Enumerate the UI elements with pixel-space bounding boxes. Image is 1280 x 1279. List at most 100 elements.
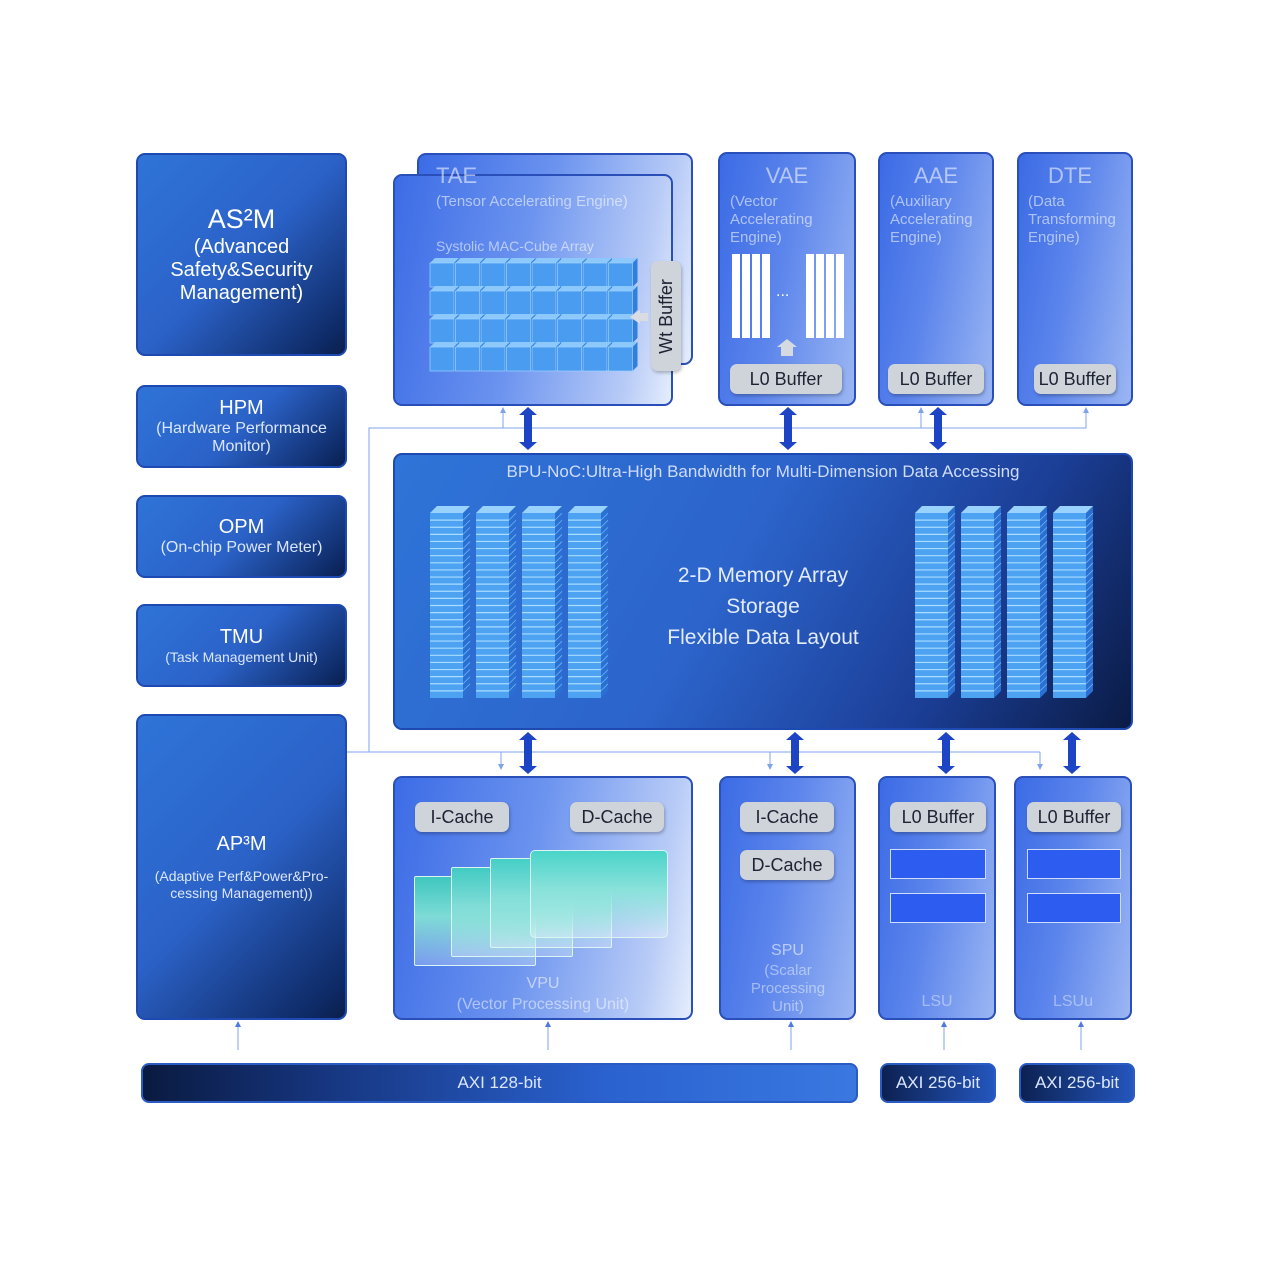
tae-desc: (Tensor Accelerating Engine) <box>436 193 628 210</box>
vae-l0-buffer: L0 Buffer <box>730 364 842 394</box>
axi-128-bus: AXI 128-bit <box>141 1063 858 1103</box>
mac-cube <box>582 258 612 288</box>
aae-noc-arrow-icon <box>929 407 947 450</box>
dte-l0-buffer: L0 Buffer <box>1034 364 1116 394</box>
lsu1-slot-2 <box>890 893 986 923</box>
tap-spu-arrow-icon <box>767 764 773 770</box>
mac-cube <box>455 314 485 344</box>
vpu-lanes <box>414 850 668 966</box>
axi-256-bus-2: AXI 256-bit <box>1019 1063 1135 1103</box>
aae-l0-buffer: L0 Buffer <box>888 364 984 394</box>
aae-title: AAE <box>913 163 959 188</box>
mac-cube <box>557 286 587 316</box>
tap-dte-arrow-icon <box>1083 407 1089 413</box>
tae-title: TAE <box>436 163 478 188</box>
axi-up-arrow-1-icon <box>235 1021 241 1027</box>
mac-cube <box>531 286 561 316</box>
spu-dcache: D-Cache <box>740 850 834 880</box>
dte-desc: (Data Transforming Engine) <box>1028 193 1116 246</box>
axi-up-arrow-4-icon <box>941 1021 947 1027</box>
tmu-block: TMU (Task Management Unit) <box>136 604 347 687</box>
mac-cube <box>557 314 587 344</box>
ap3m-block: AP³M (Adaptive Perf&Power&Pro-cessing Ma… <box>136 714 347 1020</box>
tap-aae-arrow-icon <box>918 407 924 413</box>
mac-cube <box>429 342 459 372</box>
hpm-desc: (Hardware Performance Monitor) <box>156 419 327 455</box>
mac-cube <box>506 286 536 316</box>
tap-tae-arrow-icon <box>500 407 506 413</box>
axi-up-arrow-3-icon <box>788 1021 794 1027</box>
hpm-title: HPM <box>219 396 264 419</box>
mac-cube <box>531 258 561 288</box>
spu-noc-arrow-icon <box>786 732 804 774</box>
lsu2-noc-arrow-icon <box>1063 732 1081 774</box>
mac-cube <box>506 258 536 288</box>
tap-lsu-arrow-icon <box>1037 764 1043 770</box>
mac-cube <box>480 258 510 288</box>
tap-vpu-arrow-icon <box>498 764 504 770</box>
axi-256-bus-1: AXI 256-bit <box>880 1063 996 1103</box>
noc-line-3: Flexible Data Layout <box>667 626 859 649</box>
mac-cube <box>429 258 459 288</box>
aae-block <box>878 152 994 406</box>
lsu2-slot-1 <box>1027 849 1121 879</box>
mac-cube <box>480 314 510 344</box>
vae-title: VAE <box>765 163 809 188</box>
mac-cube <box>582 314 612 344</box>
tmu-title: TMU <box>219 625 264 648</box>
mac-cube <box>608 286 638 316</box>
lsu2-slot-2 <box>1027 893 1121 923</box>
lsu1-l0-buffer: L0 Buffer <box>890 802 986 832</box>
mac-cube <box>480 342 510 372</box>
mac-cube <box>557 342 587 372</box>
axi-up-arrow-5-icon <box>1078 1021 1084 1027</box>
mac-cube <box>582 342 612 372</box>
mac-cube <box>480 286 510 316</box>
noc-line-2: Storage <box>726 595 800 618</box>
mac-cube <box>557 258 587 288</box>
axi-up-arrow-2-icon <box>545 1021 551 1027</box>
mac-cube <box>608 342 638 372</box>
noc-center-text: 2-D Memory Array Storage Flexible Data L… <box>630 560 896 653</box>
mac-cube <box>455 258 485 288</box>
mac-cube-grid <box>429 258 638 372</box>
vpu-dcache: D-Cache <box>570 802 664 832</box>
mac-cube <box>429 286 459 316</box>
dte-block <box>1017 152 1133 406</box>
spu-desc: (Scalar Processing Unit) <box>750 962 826 1015</box>
lsu1-title: LSU <box>921 993 953 1010</box>
vae-lanes-left <box>732 254 770 338</box>
mac-cube <box>455 342 485 372</box>
ap3m-title: AP³M <box>216 833 267 856</box>
lsu1-noc-arrow-icon <box>937 732 955 774</box>
vpu-title: VPU <box>526 975 560 992</box>
tae-noc-arrow-icon <box>519 407 537 450</box>
vae-noc-arrow-icon <box>779 407 797 450</box>
opm-title: OPM <box>218 515 265 538</box>
mac-cube <box>506 342 536 372</box>
mac-cube <box>582 286 612 316</box>
mac-cube <box>608 314 638 344</box>
noc-title: BPU-NoC:Ultra-High Bandwidth for Multi-D… <box>506 462 1020 481</box>
vae-ellipsis: ... <box>776 283 790 300</box>
wt-buffer-label: Wt Buffer <box>655 278 676 354</box>
mac-cube <box>455 286 485 316</box>
tmu-desc: (Task Management Unit) <box>165 648 318 665</box>
dte-title: DTE <box>1048 163 1092 188</box>
hpm-block: HPM (Hardware Performance Monitor) <box>136 385 347 468</box>
lsu2-title: LSUu <box>1052 993 1094 1010</box>
noc-line-1: 2-D Memory Array <box>677 564 849 587</box>
mac-cube <box>531 342 561 372</box>
lsu2-l0-buffer: L0 Buffer <box>1027 802 1121 832</box>
vpu-noc-arrow-icon <box>519 732 537 774</box>
as2m-desc: (Advanced Safety&Security Management) <box>170 235 313 304</box>
vpu-icache: I-Cache <box>415 802 509 832</box>
wt-buffer: Wt Buffer <box>651 261 681 371</box>
ap3m-desc: (Adaptive Perf&Power&Pro-cessing Managem… <box>154 868 329 901</box>
mac-cube <box>608 258 638 288</box>
mac-cube <box>531 314 561 344</box>
opm-block: OPM (On-chip Power Meter) <box>136 495 347 578</box>
spu-title: SPU <box>771 942 804 959</box>
vae-desc: (Vector Accelerating Engine) <box>730 193 813 246</box>
lsu1-slot-1 <box>890 849 986 879</box>
